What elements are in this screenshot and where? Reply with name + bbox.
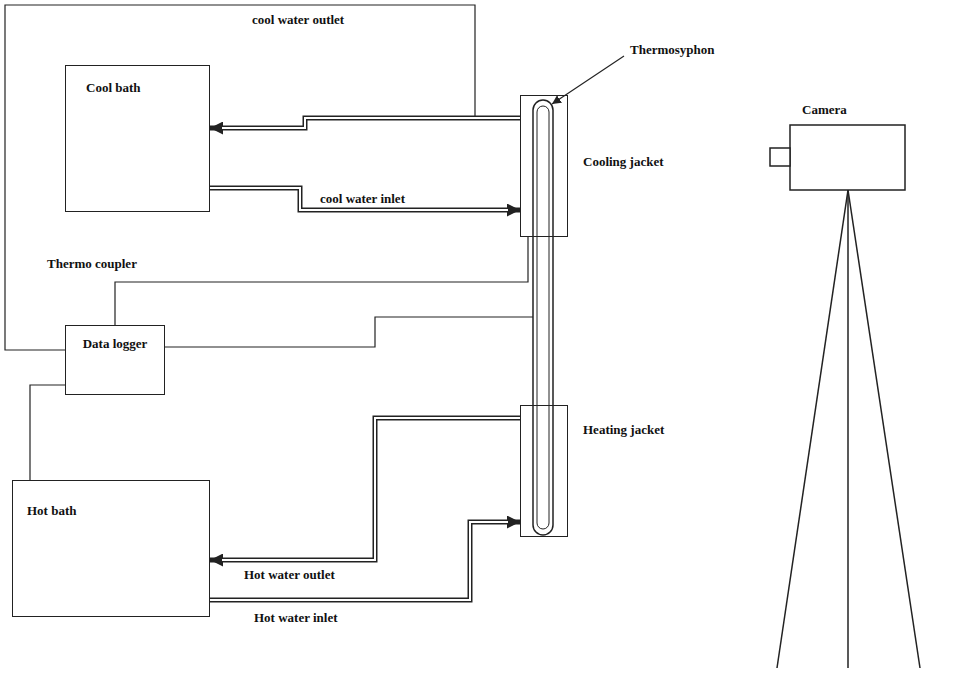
water-pipe bbox=[210, 188, 520, 210]
node-text: Heating jacket bbox=[583, 422, 664, 438]
pipe-label: cool water outlet bbox=[250, 12, 346, 28]
wire-line bbox=[115, 237, 528, 325]
water-pipe bbox=[210, 522, 520, 600]
pipe-wall bbox=[210, 118, 520, 128]
thermocouple-wire bbox=[5, 5, 475, 350]
part-label: Thermosyphon bbox=[628, 42, 717, 58]
jacket-box: Cooling jacket bbox=[520, 95, 568, 237]
pipe-bore bbox=[210, 522, 508, 600]
bath-box: Hot bath bbox=[12, 480, 210, 617]
camera-body bbox=[790, 125, 905, 190]
wire-line bbox=[30, 385, 65, 480]
wire-label: Thermo coupler bbox=[45, 256, 139, 272]
thermosyphon-tube-inner bbox=[537, 106, 549, 529]
tripod-leg bbox=[777, 190, 848, 668]
pipe-wall bbox=[210, 418, 520, 560]
pipe-bore bbox=[210, 188, 508, 210]
pipe-label: Hot water outlet bbox=[242, 567, 337, 583]
bath-box: Cool bath bbox=[65, 65, 210, 212]
logger-box: Data logger bbox=[65, 325, 165, 395]
pipe-label: Hot water inlet bbox=[252, 610, 340, 626]
jacket-box: Heating jacket bbox=[520, 405, 568, 537]
thermocouple-wire bbox=[115, 237, 528, 325]
node-text: Hot bath bbox=[27, 503, 76, 519]
tripod-leg bbox=[847, 190, 849, 668]
pipe-wall bbox=[210, 188, 520, 210]
camera-lens bbox=[770, 148, 790, 166]
pipe-wall bbox=[210, 522, 520, 600]
node-text: Cooling jacket bbox=[583, 154, 664, 170]
pipe-label: cool water inlet bbox=[318, 191, 407, 207]
leader-line bbox=[552, 56, 624, 104]
part-label: Camera bbox=[800, 102, 849, 118]
pipe-bore bbox=[222, 118, 520, 128]
pipe-bore bbox=[222, 418, 520, 560]
water-pipe bbox=[210, 118, 520, 128]
tripod-leg bbox=[848, 190, 920, 668]
node-text: Data logger bbox=[83, 336, 148, 352]
node-text: Cool bath bbox=[86, 80, 141, 96]
thermocouple-wire bbox=[165, 317, 533, 347]
thermosyphon-tube bbox=[533, 100, 553, 535]
thermocouple-wire bbox=[30, 385, 65, 480]
water-pipe bbox=[210, 418, 520, 560]
